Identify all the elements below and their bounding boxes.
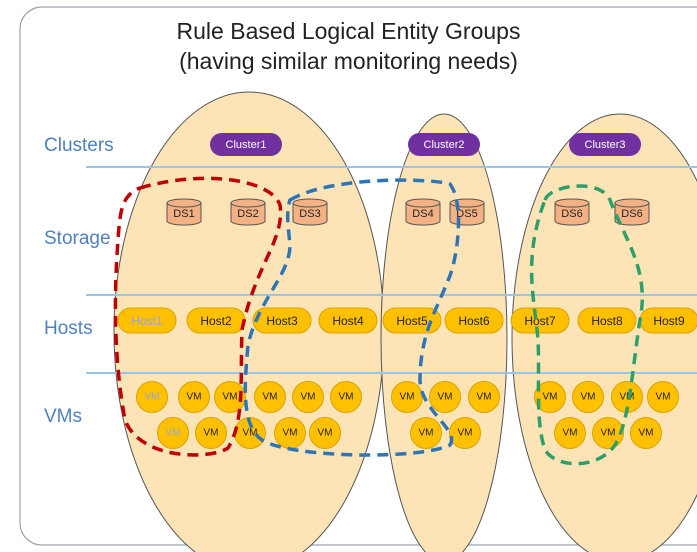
host-node bbox=[117, 307, 177, 334]
vm-label: VM bbox=[318, 428, 333, 439]
vm-label: VM bbox=[243, 428, 258, 439]
host-label: Host8 bbox=[591, 314, 623, 328]
datastore-label: DS5 bbox=[456, 208, 477, 220]
vm-label: VM bbox=[656, 392, 671, 403]
host-node bbox=[252, 307, 312, 334]
row-label-storage: Storage bbox=[44, 228, 111, 249]
vm-node bbox=[647, 381, 679, 413]
vm-node bbox=[136, 381, 168, 413]
datastore-label: DS6 bbox=[621, 208, 642, 220]
host-node bbox=[318, 307, 378, 334]
vm-label: VM bbox=[301, 392, 316, 403]
vm-label: VM bbox=[166, 428, 181, 439]
vm-node bbox=[178, 381, 210, 413]
vm-node bbox=[554, 417, 586, 449]
green-dashed-group bbox=[529, 184, 645, 466]
cluster-node bbox=[210, 133, 282, 156]
vm-label: VM bbox=[438, 392, 453, 403]
datastore-label: DS2 bbox=[237, 208, 258, 220]
host-node bbox=[577, 307, 637, 334]
datastore-label: DS1 bbox=[173, 208, 194, 220]
vm-label: VM bbox=[204, 428, 219, 439]
host-node bbox=[382, 307, 442, 334]
host-label: Host1 bbox=[131, 314, 163, 328]
vm-label: VM bbox=[223, 392, 238, 403]
row-label-vms: VMs bbox=[44, 406, 82, 427]
vm-node bbox=[157, 417, 189, 449]
vm-node bbox=[254, 381, 286, 413]
datastore-cylinder bbox=[292, 198, 328, 226]
vm-node bbox=[410, 417, 442, 449]
vm-label: VM bbox=[601, 428, 616, 439]
vm-label: VM bbox=[563, 428, 578, 439]
datastore-cylinder bbox=[405, 198, 441, 226]
vm-label: VM bbox=[477, 392, 492, 403]
vm-label: VM bbox=[187, 392, 202, 403]
host-label: Host3 bbox=[266, 314, 298, 328]
vm-label: VM bbox=[145, 392, 160, 403]
vm-label: VM bbox=[339, 392, 354, 403]
cluster-node bbox=[408, 133, 480, 156]
title-line-1: Rule Based Logical Entity Groups bbox=[176, 18, 521, 44]
host-label: Host4 bbox=[332, 314, 364, 328]
vm-node bbox=[195, 417, 227, 449]
vm-label: VM bbox=[458, 428, 473, 439]
datastore-cylinder bbox=[230, 198, 266, 226]
vm-node bbox=[468, 381, 500, 413]
vm-label: VM bbox=[400, 392, 415, 403]
host-label: Host7 bbox=[524, 314, 556, 328]
vm-node bbox=[330, 381, 362, 413]
datastore-label: DS3 bbox=[299, 208, 320, 220]
vm-label: VM bbox=[263, 392, 278, 403]
vm-node bbox=[214, 381, 246, 413]
datastore-cylinder bbox=[614, 198, 650, 226]
cluster-label: Cluster2 bbox=[424, 139, 465, 151]
vm-node bbox=[429, 381, 461, 413]
red-dashed-group bbox=[113, 176, 283, 457]
vm-label: VM bbox=[639, 428, 654, 439]
cluster-label: Cluster1 bbox=[226, 139, 267, 151]
vm-label: VM bbox=[581, 392, 596, 403]
cluster-label: Cluster3 bbox=[585, 139, 626, 151]
host-node bbox=[444, 307, 504, 334]
vm-node bbox=[534, 381, 566, 413]
vm-label: VM bbox=[283, 428, 298, 439]
datastore-cylinder bbox=[554, 198, 590, 226]
datastore-label: DS4 bbox=[412, 208, 433, 220]
title-line-2: (having similar monitoring needs) bbox=[179, 48, 518, 74]
blue-dashed-group bbox=[243, 178, 461, 457]
row-label-clusters: Clusters bbox=[44, 135, 114, 156]
vm-label: VM bbox=[543, 392, 558, 403]
row-label-hosts: Hosts bbox=[44, 318, 93, 339]
vm-node bbox=[572, 381, 604, 413]
vm-label: VM bbox=[419, 428, 434, 439]
datastore-label: DS6 bbox=[561, 208, 582, 220]
datastore-cylinder bbox=[166, 198, 202, 226]
vm-node bbox=[449, 417, 481, 449]
vm-node bbox=[309, 417, 341, 449]
vm-node bbox=[630, 417, 662, 449]
host-label: Host2 bbox=[200, 314, 232, 328]
vm-label: VM bbox=[620, 392, 635, 403]
vm-node bbox=[292, 381, 324, 413]
cluster-node bbox=[569, 133, 641, 156]
host-label: Host6 bbox=[458, 314, 490, 328]
host-label: Host5 bbox=[396, 314, 428, 328]
host-label: Host9 bbox=[653, 314, 685, 328]
host-node bbox=[510, 307, 570, 334]
